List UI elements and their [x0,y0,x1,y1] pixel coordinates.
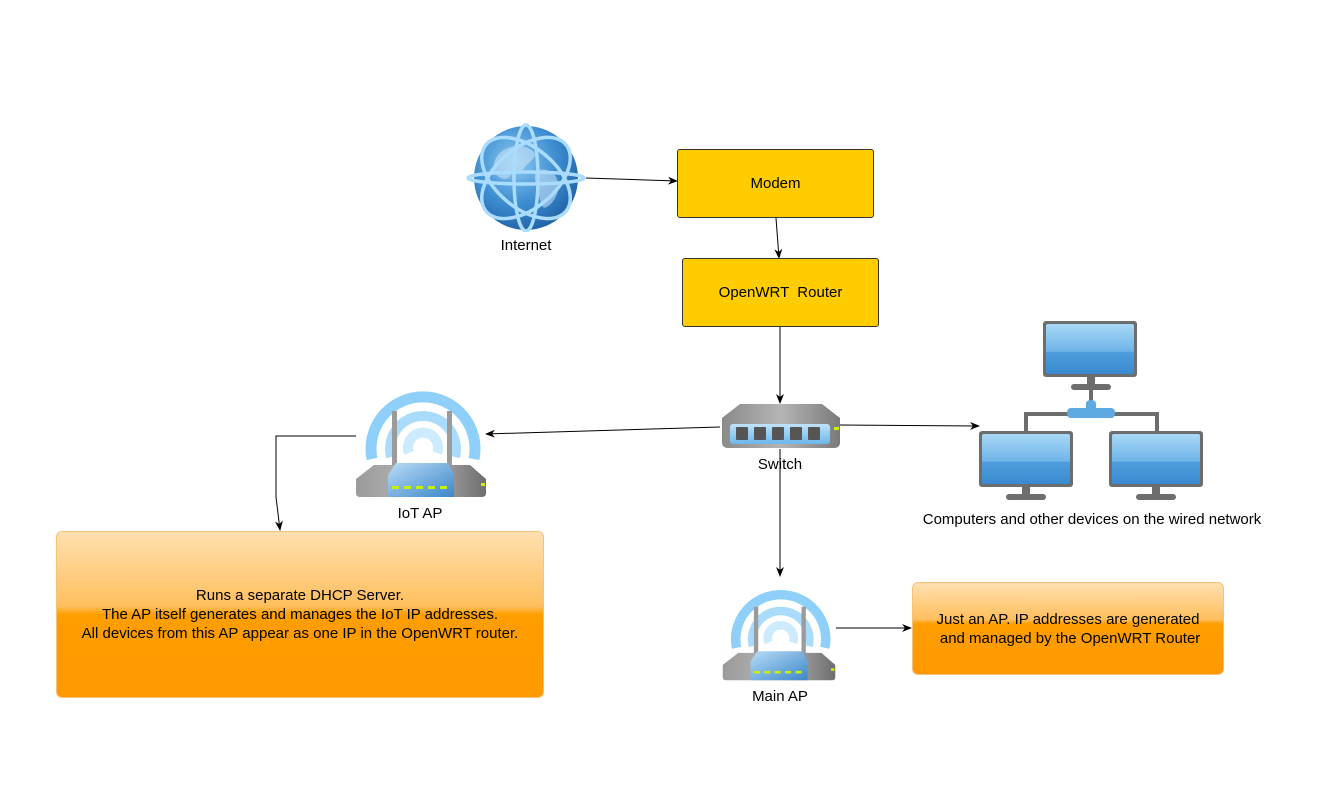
wireless-router-icon [722,590,836,681]
main-ap-node[interactable] [721,576,837,682]
main-ap-label: Main AP [752,688,808,705]
router-node[interactable]: OpenWRT Router [682,258,879,327]
edge-switch-iot-ap[interactable] [485,426,721,438]
iot-ap-note[interactable]: Runs a separate DHCP Server. The AP itse… [56,531,544,698]
internet-node[interactable] [466,122,588,233]
wired-network-node[interactable] [975,318,1209,508]
iot-note-line: The AP itself generates and manages the … [101,606,499,623]
monitor-icon [1043,321,1137,390]
modem-label: Modem [750,175,801,192]
network-switch-icon [722,404,840,448]
iot-ap-label: IoT AP [397,505,443,522]
switch-node[interactable] [718,402,844,450]
monitor-icon [979,431,1073,500]
wired-network-label: Computers and other devices on the wired… [922,511,1262,528]
internet-label: Internet [500,237,552,254]
iot-note-line: Runs a separate DHCP Server. [195,587,405,604]
edge-modem-router[interactable] [774,217,783,259]
modem-node[interactable]: Modem [677,149,874,218]
router-label: OpenWRT Router [718,284,843,301]
edge-iot-ap-note[interactable] [274,435,356,531]
iot-ap-node[interactable] [354,375,488,499]
globe-icon [466,123,586,233]
main-note-line: and managed by the OpenWRT Router [935,629,1201,647]
switch-label: Switch [757,456,803,473]
edge-switch-wired-network[interactable] [839,421,980,430]
monitor-icon [1109,431,1203,500]
main-note-line: Just an AP. IP addresses are generated [936,610,1200,628]
main-ap-note[interactable]: Just an AP. IP addresses are generated a… [912,582,1224,675]
edges [274,176,980,632]
wireless-router-icon [356,391,486,497]
iot-note-line: All devices from this AP appear as one I… [81,625,519,642]
edge-internet-modem[interactable] [585,176,678,185]
computer-network-icon [979,321,1203,500]
